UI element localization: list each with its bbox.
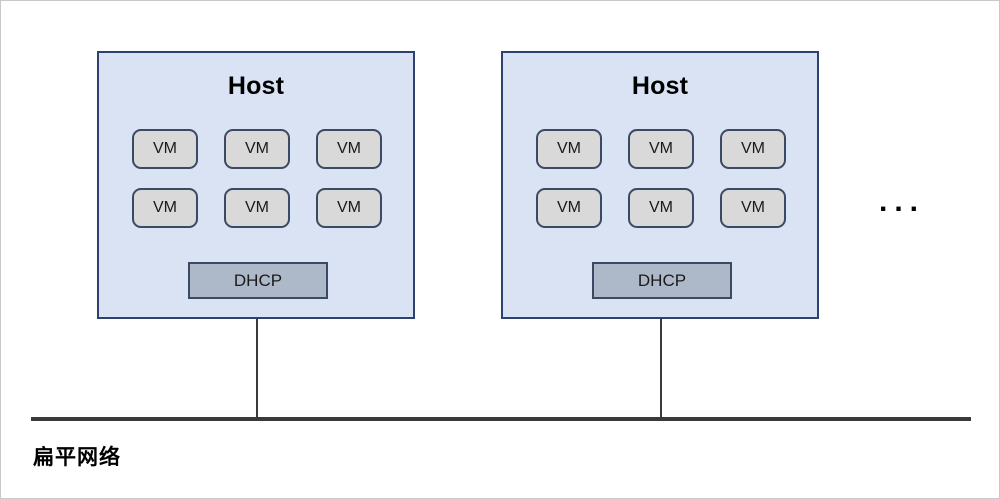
vm-grid-1: VM VM VM VM VM VM [132,129,384,247]
dhcp-box-2[interactable]: DHCP [592,262,732,299]
vm-row: VM VM VM [536,129,788,169]
vm-box[interactable]: VM [720,188,786,228]
host-box-2[interactable]: Host VM VM VM VM VM VM DHCP [501,51,819,319]
host-1-network-connector [256,319,258,420]
vm-box[interactable]: VM [536,129,602,169]
vm-grid-2: VM VM VM VM VM VM [536,129,788,247]
vm-box[interactable]: VM [132,129,198,169]
vm-box[interactable]: VM [316,129,382,169]
more-hosts-ellipsis: ... [879,185,926,218]
host-title-1: Host [227,72,285,100]
vm-box[interactable]: VM [628,188,694,228]
host-title-2: Host [631,72,689,100]
vm-row: VM VM VM [536,188,788,228]
vm-box[interactable]: VM [132,188,198,228]
vm-row: VM VM VM [132,129,384,169]
vm-box[interactable]: VM [224,188,290,228]
vm-box[interactable]: VM [224,129,290,169]
dhcp-box-1[interactable]: DHCP [188,262,328,299]
host-box-1[interactable]: Host VM VM VM VM VM VM DHCP [97,51,415,319]
host-2-network-connector [660,319,662,420]
vm-box[interactable]: VM [316,188,382,228]
flat-network-bus-line [31,417,971,421]
vm-box[interactable]: VM [536,188,602,228]
vm-box[interactable]: VM [720,129,786,169]
flat-network-label: 扁平网络 [33,446,121,469]
vm-box[interactable]: VM [628,129,694,169]
vm-row: VM VM VM [132,188,384,228]
